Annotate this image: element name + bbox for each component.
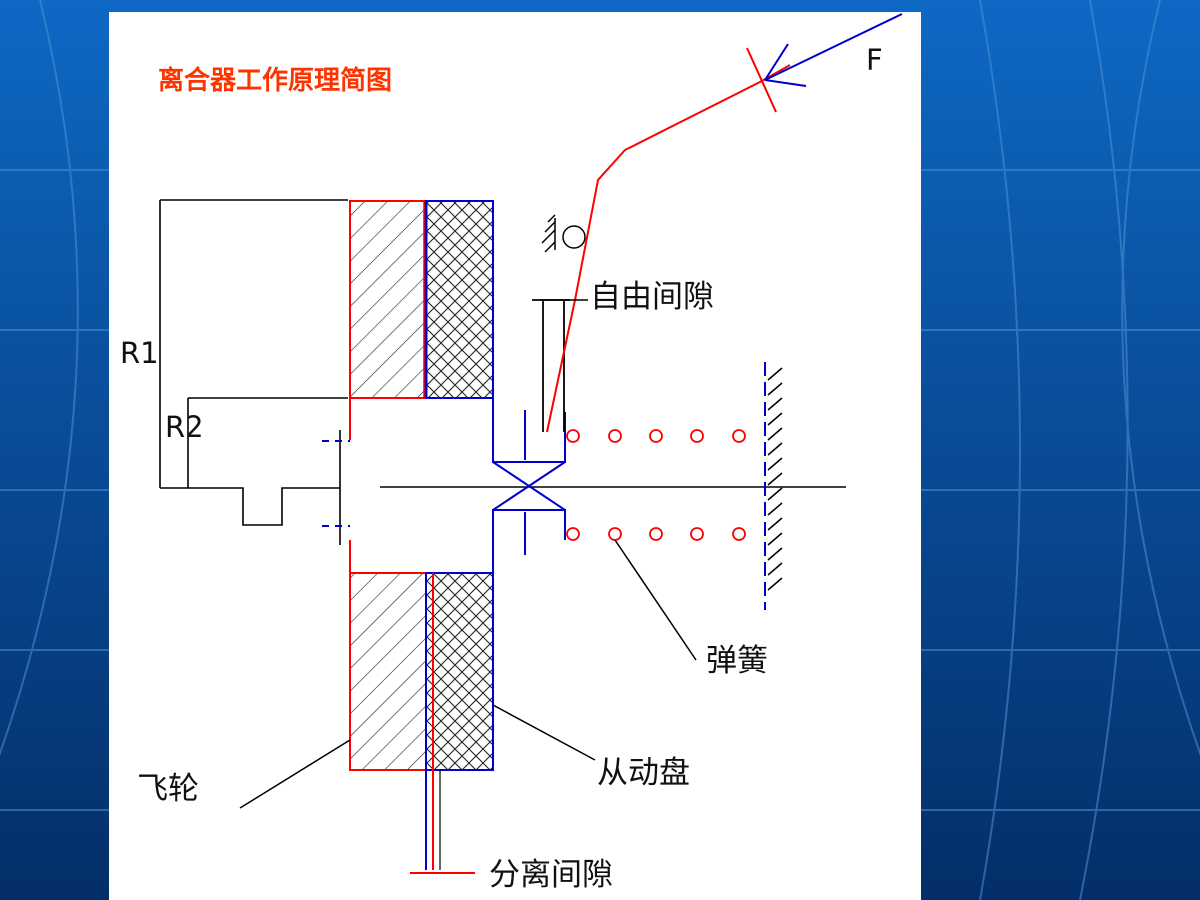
crankshaft <box>160 487 340 526</box>
dimension-lines <box>159 199 348 488</box>
free-gap-label: 自由间隙 <box>590 279 714 315</box>
spring-coils <box>566 429 746 541</box>
pedal-lever <box>546 64 791 433</box>
pressure-lines <box>423 201 441 870</box>
diagram-title: 离合器工作原理简图 <box>158 66 393 96</box>
release-gap-label: 分离间隙 <box>489 857 613 893</box>
leader-lines <box>239 299 697 809</box>
r2-label: R2 <box>165 410 204 444</box>
fixed-wall <box>764 362 783 610</box>
driven-disc-label: 从动盘 <box>597 755 690 791</box>
spring-label: 弹簧 <box>706 643 768 679</box>
force-arrow <box>764 13 903 87</box>
r1-label: R1 <box>120 336 159 370</box>
flywheel <box>349 200 427 771</box>
driven-disc <box>425 200 566 771</box>
pivot-icon <box>541 214 586 253</box>
bearing-marks <box>322 440 350 527</box>
pedal-crossbar <box>746 47 777 113</box>
flywheel-label: 飞轮 <box>137 771 199 807</box>
slide-panel <box>109 12 921 900</box>
force-label: F <box>866 43 883 77</box>
